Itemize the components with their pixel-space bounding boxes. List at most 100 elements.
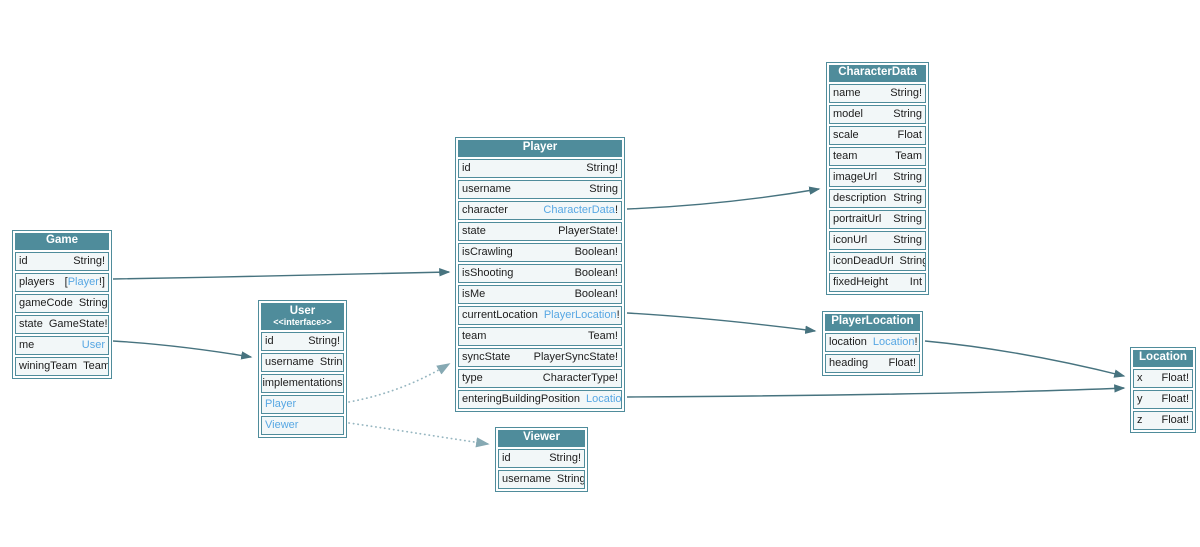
edge-user-implementation-to-viewer [348, 422, 490, 448]
field-type: Float! [1161, 370, 1189, 387]
type-text: String [893, 192, 922, 204]
type-text: ! [614, 204, 618, 216]
field-type: Boolean! [575, 244, 618, 261]
table-header[interactable]: CharacterData [829, 65, 926, 82]
field-type: String [319, 354, 343, 371]
table-title: PlayerLocation [831, 315, 914, 327]
field-row[interactable]: y Float! [1133, 390, 1193, 409]
field-type: String! [586, 160, 618, 177]
field-type: String [893, 232, 922, 249]
type-text: String! [308, 335, 340, 347]
field-row[interactable]: name String! [829, 84, 926, 103]
field-type: String [893, 169, 922, 186]
type-text: Float [897, 129, 922, 141]
field-type: Float! [888, 355, 916, 372]
field-name: players [19, 276, 55, 288]
edge-player-character-to-characterdata [626, 186, 821, 210]
type-text: ! [914, 336, 918, 348]
field-name: heading [829, 357, 869, 369]
table-header[interactable]: Location [1133, 350, 1193, 367]
table-header[interactable]: Viewer [498, 430, 585, 447]
field-row[interactable]: syncState PlayerSyncState! [458, 348, 622, 367]
type-text: String [319, 356, 343, 368]
field-name: scale [833, 129, 859, 141]
field-type: Boolean! [575, 286, 618, 303]
field-row[interactable]: enteringBuildingPositionLocation [458, 390, 622, 409]
field-row[interactable]: isCrawling Boolean! [458, 243, 622, 262]
field-name: state [462, 225, 486, 237]
table-header[interactable]: Player [458, 140, 622, 157]
table-header[interactable]: User<<interface>> [261, 303, 344, 330]
type-text: String! [890, 87, 922, 99]
type-text: PlayerSyncState! [533, 351, 618, 363]
section-row[interactable]: implementations [261, 374, 344, 393]
table-header[interactable]: PlayerLocation [825, 314, 920, 331]
type-link: CharacterData [543, 204, 615, 216]
field-row[interactable]: players[Player!] [15, 273, 109, 292]
implementation-link-row[interactable]: Viewer [261, 416, 344, 435]
type-text: !] [98, 276, 105, 288]
field-name: y [1137, 393, 1143, 405]
field-type: Location [586, 391, 621, 408]
type-text: String [893, 171, 922, 183]
type-text: Team [895, 150, 922, 162]
field-row[interactable]: isMe Boolean! [458, 285, 622, 304]
type-text: CharacterType! [542, 372, 618, 384]
field-name: isCrawling [462, 246, 513, 258]
field-row[interactable]: scale Float [829, 126, 926, 145]
field-name: name [833, 87, 861, 99]
field-name: syncState [462, 351, 511, 363]
field-type: PlayerSyncState! [534, 349, 618, 366]
type-text: String! [73, 255, 105, 267]
edge-user-implementation-to-player [348, 363, 451, 403]
field-name: portraitUrl [833, 213, 882, 225]
field-type: GameState! [49, 316, 108, 333]
type-text: Team! [588, 330, 618, 342]
table-title: Viewer [523, 431, 560, 443]
table-header[interactable]: Game [15, 233, 109, 250]
field-type: User [82, 337, 105, 354]
type-text: String! [549, 452, 581, 464]
type-text: Float! [1161, 393, 1189, 405]
field-name: isMe [462, 288, 486, 300]
implementation-link-row[interactable]: Player [261, 395, 344, 414]
field-type: String! [79, 295, 108, 312]
field-row[interactable]: heading Float! [825, 354, 920, 373]
type-text: String [589, 183, 618, 195]
